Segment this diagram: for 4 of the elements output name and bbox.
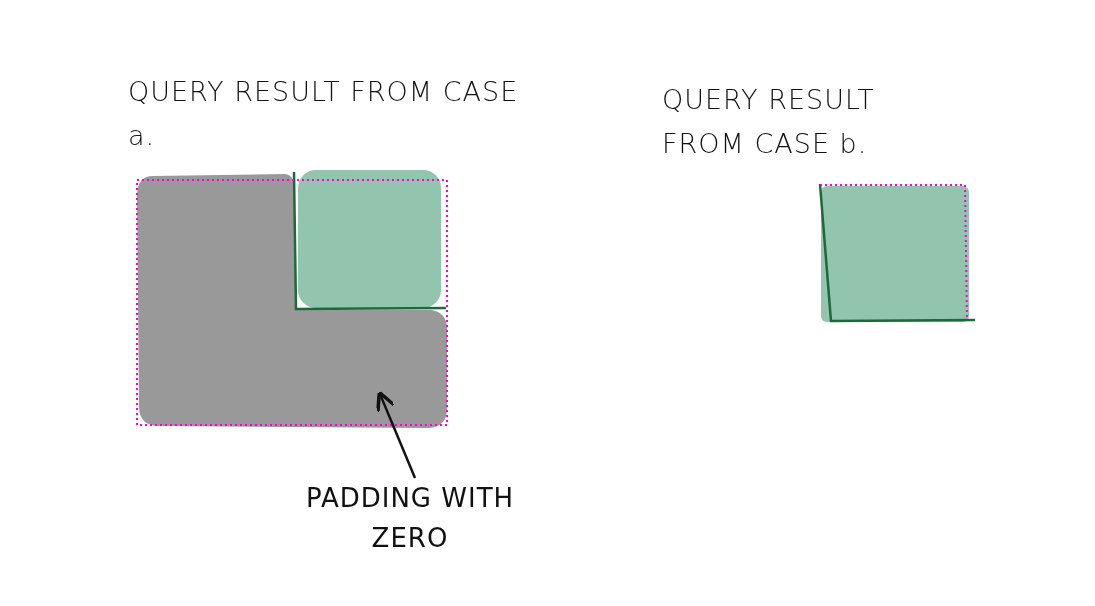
- heading-text: QUERY RESULT FROM CASE b.: [662, 83, 876, 161]
- leader-line: [376, 390, 417, 479]
- annotation-text: PADDING WITH ZERO: [285, 478, 535, 562]
- heading-text: QUERY RESULT FROM CASE a.: [128, 75, 520, 153]
